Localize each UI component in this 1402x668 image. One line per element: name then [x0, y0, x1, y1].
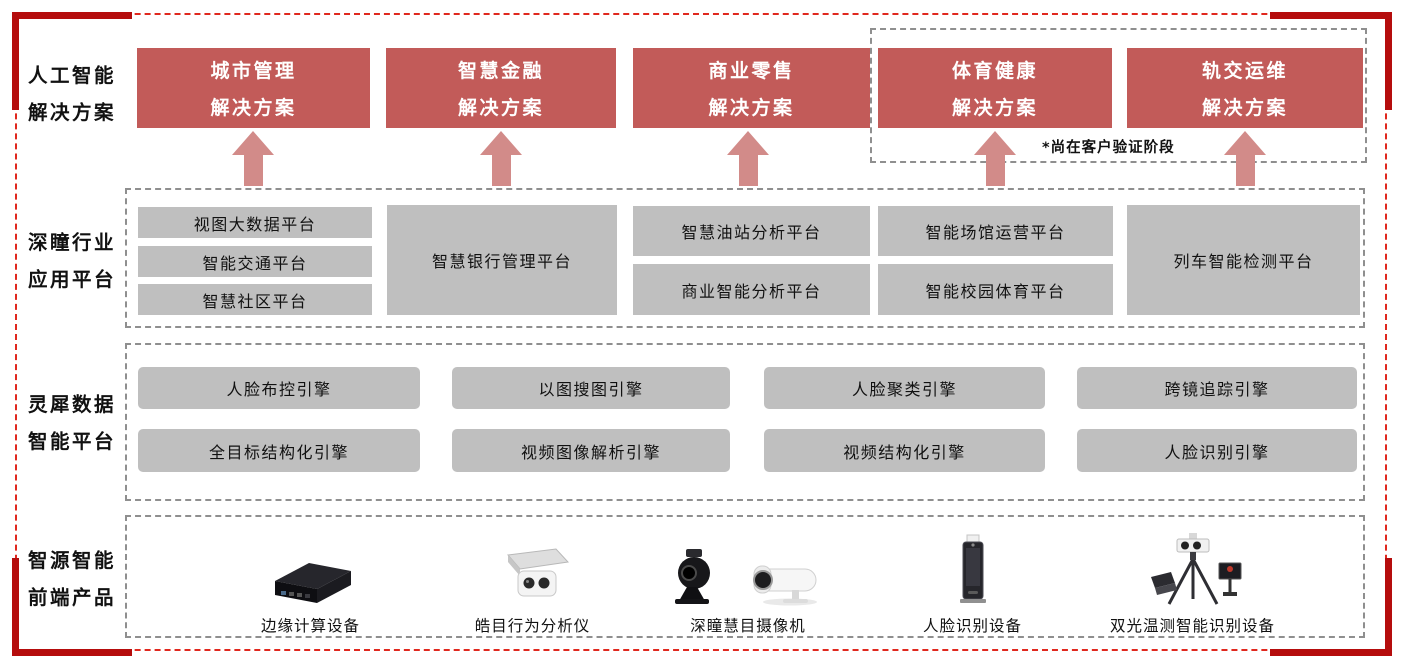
- up-arrow-icon: [232, 131, 274, 186]
- tier-label-line: 人工智能: [28, 64, 117, 87]
- validation-stage-dashed-box: [870, 28, 1367, 163]
- outer-dashed-frame: [15, 13, 1387, 651]
- platform-box-campus-sports: 智能校园体育平台: [878, 264, 1113, 315]
- solution-box-city-management: 城市管理 解决方案: [137, 48, 370, 128]
- solution-line: 解决方案: [708, 97, 795, 119]
- tier-label-line: 应用平台: [28, 268, 117, 291]
- face-recognition-terminal-icon: [951, 533, 995, 607]
- platform-box-gas-station: 智慧油站分析平台: [633, 206, 870, 256]
- solution-box-retail: 商业零售 解决方案: [633, 48, 870, 128]
- engine-box-video-structuring: 视频结构化引擎: [764, 429, 1045, 472]
- solution-line: 商业零售: [708, 60, 795, 82]
- solution-line: 体育健康: [951, 60, 1038, 82]
- engine-box-cross-camera-tracking: 跨镜追踪引擎: [1077, 367, 1357, 409]
- edge-computing-device-icon: [267, 551, 355, 607]
- product-item: 皓目行为分析仪: [445, 520, 620, 636]
- product-item: 人脸识别设备: [890, 520, 1055, 636]
- solution-line: 城市管理: [210, 60, 297, 82]
- tier-label-line: 智能平台: [28, 430, 117, 453]
- tier-label-line: 前端产品: [28, 586, 117, 609]
- engine-box-face-recognition: 人脸识别引擎: [1077, 429, 1357, 472]
- tier-label-industry-platforms: 深瞳行业 应用平台: [28, 224, 124, 298]
- solution-box-rail-transit: 轨交运维 解决方案: [1127, 48, 1363, 128]
- engine-box-all-target-structuring: 全目标结构化引擎: [138, 429, 420, 472]
- tier-label-line: 灵犀数据: [28, 393, 117, 416]
- validation-note: *尚在客户验证阶段: [1042, 140, 1175, 156]
- tier-label-ai-solutions: 人工智能 解决方案: [28, 57, 124, 131]
- industry-platforms-container: [125, 188, 1365, 328]
- up-arrow-icon: [727, 131, 769, 186]
- dual-light-temperature-tripod-device-icon: [1133, 529, 1253, 607]
- platform-box-venue-operation: 智能场馆运营平台: [878, 206, 1113, 256]
- platform-box-train-detection: 列车智能检测平台: [1127, 205, 1360, 315]
- smart-eye-cameras-icon: [664, 547, 832, 607]
- platform-box-bank: 智慧银行管理平台: [387, 205, 617, 315]
- product-label: 边缘计算设备: [260, 617, 360, 635]
- platform-box-traffic: 智能交通平台: [138, 246, 372, 277]
- engine-box-video-image-parsing: 视频图像解析引擎: [452, 429, 730, 472]
- product-label: 深瞳慧目摄像机: [690, 617, 806, 635]
- engine-box-image-search: 以图搜图引擎: [452, 367, 730, 409]
- solution-line: 智慧金融: [457, 60, 544, 82]
- tier-label-line: 深瞳行业: [28, 231, 117, 254]
- product-item: 深瞳慧目摄像机: [648, 520, 848, 636]
- solution-line: 解决方案: [951, 97, 1038, 119]
- product-label: 皓目行为分析仪: [474, 617, 591, 635]
- product-label: 双光温测智能识别设备: [1109, 617, 1275, 635]
- front-end-products-container: [125, 515, 1365, 638]
- product-item: 双光温测智能识别设备: [1075, 520, 1310, 636]
- solution-box-sports-health: 体育健康 解决方案: [878, 48, 1112, 128]
- frame-corner-top-right: [1270, 12, 1392, 110]
- engine-box-face-surveillance: 人脸布控引擎: [138, 367, 420, 409]
- data-engines-container: [125, 343, 1365, 501]
- up-arrow-icon: [480, 131, 522, 186]
- engine-box-face-clustering: 人脸聚类引擎: [764, 367, 1045, 409]
- solution-line: 解决方案: [1201, 97, 1288, 119]
- frame-corner-bottom-left: [12, 558, 132, 656]
- solution-line: 轨交运维: [1201, 60, 1288, 82]
- tier-label-data-platform: 灵犀数据 智能平台: [28, 386, 124, 460]
- solution-line: 解决方案: [210, 97, 297, 119]
- product-label: 人脸识别设备: [922, 617, 1022, 635]
- tier-label-line: 智源智能: [28, 549, 117, 572]
- platform-box-video-bigdata: 视图大数据平台: [138, 207, 372, 238]
- platform-box-community: 智慧社区平台: [138, 284, 372, 315]
- frame-corner-top-left: [12, 12, 132, 110]
- platform-box-business-intelligence: 商业智能分析平台: [633, 264, 870, 315]
- solution-box-smart-finance: 智慧金融 解决方案: [386, 48, 616, 128]
- tier-label-line: 解决方案: [28, 101, 117, 124]
- up-arrow-icon: [974, 131, 1016, 186]
- behavior-analyzer-device-icon: [492, 545, 574, 607]
- tier-label-front-end-products: 智源智能 前端产品: [28, 542, 124, 616]
- frame-corner-bottom-right: [1270, 558, 1392, 656]
- product-item: 边缘计算设备: [228, 520, 393, 636]
- up-arrow-icon: [1224, 131, 1266, 186]
- solution-line: 解决方案: [457, 97, 544, 119]
